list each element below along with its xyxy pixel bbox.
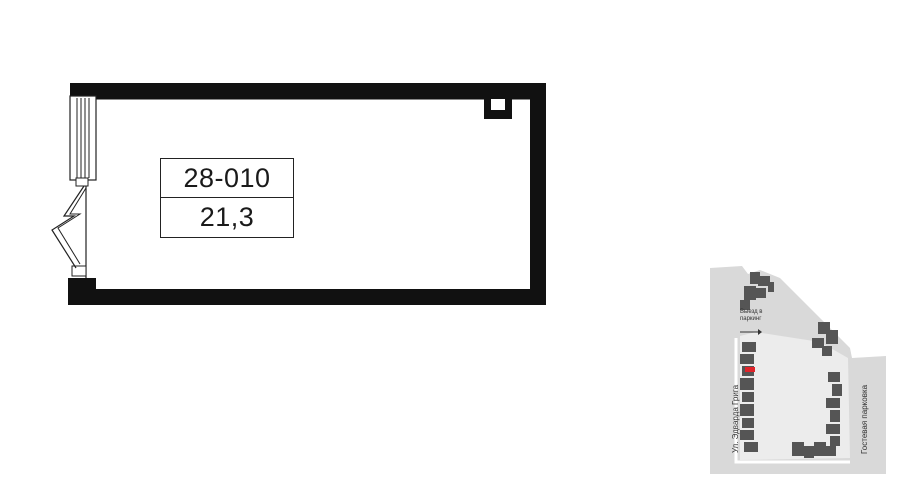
- door-jamb-top: [75, 177, 89, 187]
- folding-door: [57, 187, 87, 265]
- exit-label: Выезд в паркинг: [740, 309, 763, 322]
- building-cluster-north: [740, 272, 774, 310]
- site-path: [734, 338, 850, 464]
- wall-segment-bottom-left: [96, 292, 200, 302]
- wall-right: [530, 83, 546, 305]
- column-shaft-inner: [491, 99, 505, 110]
- wall-segment-top-left: [96, 86, 200, 96]
- folding-door: [51, 185, 85, 269]
- exit-arrow-head: [758, 329, 762, 335]
- building-cluster-east: [812, 322, 838, 356]
- wall-corner-bottom-left: [68, 278, 96, 305]
- unit-label-box: 28-010 21,3: [160, 158, 294, 238]
- door-jamb-bottom: [71, 265, 87, 277]
- building-strip-south: [792, 442, 836, 458]
- street-label-east: Гостевая парковка: [860, 384, 869, 454]
- courtyard: [740, 332, 850, 460]
- site-plan: [710, 266, 886, 474]
- street-label-west: Ул. Эдварда Грига: [731, 384, 740, 453]
- unit-area: 21,3: [199, 202, 255, 232]
- unit-location-marker: [745, 367, 755, 372]
- unit-number: 28-010: [161, 159, 293, 198]
- building-strip-east: [826, 372, 842, 446]
- window-frame: [69, 95, 97, 181]
